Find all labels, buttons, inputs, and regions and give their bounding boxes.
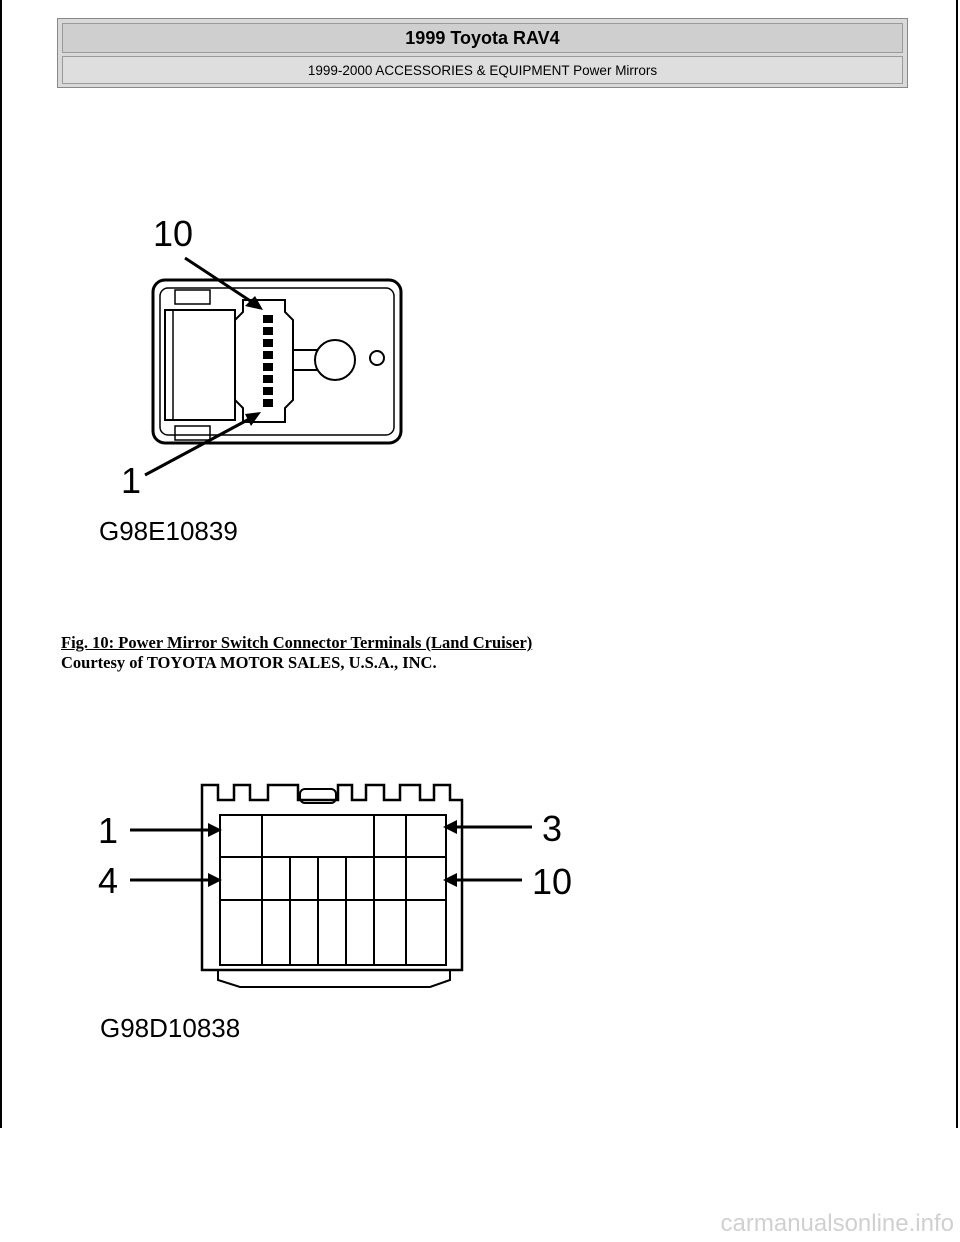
watermark: carmanualsonline.info bbox=[720, 1210, 954, 1237]
label-terminal-10: 10 bbox=[532, 861, 572, 902]
pin bbox=[263, 339, 273, 347]
figure-mirror-connector: 1 4 3 10 G98D10838 bbox=[90, 765, 590, 1055]
document-section: 1999-2000 ACCESSORIES & EQUIPMENT Power … bbox=[62, 56, 903, 84]
pin bbox=[263, 375, 273, 383]
label-terminal-10: 10 bbox=[153, 213, 193, 254]
arrow-1-head bbox=[245, 412, 261, 426]
page-frame bbox=[0, 0, 958, 1128]
pin bbox=[263, 315, 273, 323]
column-dividers bbox=[261, 815, 407, 965]
lock-tab bbox=[299, 788, 337, 804]
arrow-4-head bbox=[208, 873, 222, 887]
pin bbox=[263, 399, 273, 407]
label-terminal-4: 4 bbox=[98, 860, 118, 901]
small-hole bbox=[369, 350, 385, 366]
arrow-3-head bbox=[443, 820, 457, 834]
latch-block bbox=[164, 309, 236, 421]
figure-title: Fig. 10: Power Mirror Switch Connector T… bbox=[61, 633, 533, 652]
pin bbox=[263, 387, 273, 395]
tab-top-left bbox=[174, 289, 211, 305]
arrow-10-head bbox=[443, 873, 457, 887]
figure-courtesy: Courtesy of TOYOTA MOTOR SALES, U.S.A., … bbox=[61, 653, 437, 672]
label-terminal-1: 1 bbox=[121, 460, 141, 501]
pin bbox=[263, 363, 273, 371]
tab-bottom-left bbox=[174, 425, 211, 441]
document-title: 1999 Toyota RAV4 bbox=[62, 23, 903, 53]
switch-connector-diagram: 10 1 G98E10839 bbox=[99, 213, 403, 546]
figure-switch-connector: 10 1 G98E10839 bbox=[95, 200, 455, 555]
pin bbox=[263, 351, 273, 359]
terminal-pins bbox=[263, 315, 273, 407]
connector-inner bbox=[159, 287, 395, 436]
connector-body bbox=[151, 278, 403, 445]
connector-base bbox=[217, 970, 451, 988]
label-terminal-1: 1 bbox=[98, 810, 118, 851]
boss-lines bbox=[293, 349, 317, 371]
mirror-connector-diagram: 1 4 3 10 G98D10838 bbox=[98, 783, 572, 1043]
figure-caption: Fig. 10: Power Mirror Switch Connector T… bbox=[61, 633, 761, 673]
figure2-code: G98D10838 bbox=[100, 1013, 240, 1043]
arrow-1-head bbox=[208, 823, 222, 837]
arrow-10-head bbox=[245, 296, 263, 310]
arrow-1-line bbox=[144, 415, 254, 477]
pin bbox=[263, 327, 273, 335]
connector-outline bbox=[200, 783, 464, 972]
terminal-housing bbox=[234, 299, 294, 423]
cavity-block bbox=[219, 814, 447, 966]
document-header: 1999 Toyota RAV4 1999-2000 ACCESSORIES &… bbox=[57, 18, 908, 88]
figure1-code: G98E10839 bbox=[99, 516, 238, 546]
label-terminal-3: 3 bbox=[542, 808, 562, 849]
mount-hole bbox=[314, 339, 356, 381]
